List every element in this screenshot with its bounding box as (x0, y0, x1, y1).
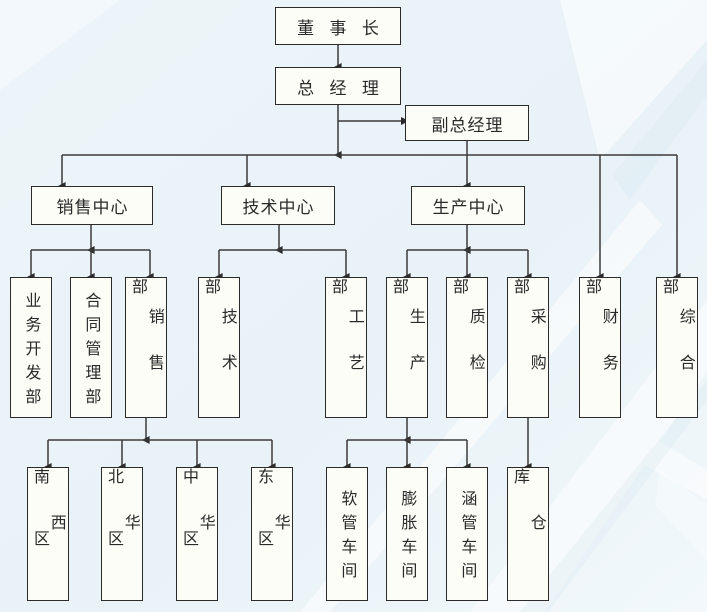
node-sales-center[interactable]: 销售中心 (31, 186, 153, 225)
node-sales-dept-label: 销售部 (129, 278, 165, 400)
node-general-affairs-dept[interactable]: 综合部 (656, 277, 698, 418)
node-process-dept[interactable]: 工艺部 (325, 277, 367, 418)
node-culvert-workshop-label: 涵管车间 (458, 490, 478, 586)
node-general-manager-label: 总 经 理 (297, 78, 384, 99)
node-finance-dept[interactable]: 财务部 (579, 277, 621, 418)
node-production-dept-label: 生产部 (390, 278, 426, 400)
node-expansion-workshop[interactable]: 膨胀车间 (386, 467, 428, 601)
node-expansion-workshop-label: 膨胀车间 (398, 490, 418, 586)
node-region-east-label: 华东区 (255, 468, 291, 592)
node-warehouse[interactable]: 仓库 (507, 467, 549, 601)
node-warehouse-label: 仓库 (511, 468, 547, 576)
node-region-southwest-label: 西南区 (31, 468, 67, 592)
node-region-north[interactable]: 华北区 (101, 467, 143, 601)
node-purchasing-dept-label: 采购部 (511, 278, 547, 400)
node-sales-center-label: 销售中心 (56, 198, 129, 218)
node-contract-mgmt-dept[interactable]: 合同管理部 (70, 277, 112, 418)
node-process-dept-label: 工艺部 (329, 278, 365, 400)
node-finance-dept-label: 财务部 (583, 278, 619, 400)
node-region-southwest[interactable]: 西南区 (27, 467, 69, 601)
node-region-east[interactable]: 华东区 (251, 467, 293, 601)
node-general-manager[interactable]: 总 经 理 (275, 67, 401, 105)
node-sales-dept[interactable]: 销售部 (125, 277, 167, 418)
node-quality-dept-label: 质检部 (450, 278, 486, 400)
node-business-dev-dept-label: 业务开发部 (22, 291, 42, 412)
node-tech-dept[interactable]: 技术部 (198, 277, 240, 418)
node-region-north-label: 华北区 (105, 468, 141, 592)
node-business-dev-dept[interactable]: 业务开发部 (10, 277, 52, 418)
node-general-affairs-dept-label: 综合部 (660, 278, 696, 400)
node-production-center-label: 生产中心 (432, 198, 505, 218)
node-deputy-general-manager[interactable]: 副总经理 (405, 105, 529, 141)
node-hose-workshop-label: 软管车间 (338, 490, 358, 586)
node-tech-dept-label: 技术部 (202, 278, 238, 400)
node-region-central[interactable]: 华中区 (176, 467, 218, 601)
node-chairman-label: 董 事 长 (297, 18, 384, 39)
node-production-dept[interactable]: 生产部 (386, 277, 428, 418)
node-hose-workshop[interactable]: 软管车间 (326, 467, 368, 601)
node-contract-mgmt-dept-label: 合同管理部 (82, 291, 102, 412)
node-region-central-label: 华中区 (180, 468, 216, 592)
node-chairman[interactable]: 董 事 长 (275, 7, 401, 45)
node-purchasing-dept[interactable]: 采购部 (507, 277, 549, 418)
node-tech-center-label: 技术中心 (242, 198, 315, 218)
node-deputy-general-manager-label: 副总经理 (431, 115, 504, 136)
node-tech-center[interactable]: 技术中心 (221, 186, 335, 225)
node-production-center[interactable]: 生产中心 (411, 186, 525, 225)
node-culvert-workshop[interactable]: 涵管车间 (446, 467, 488, 601)
node-quality-dept[interactable]: 质检部 (446, 277, 488, 418)
